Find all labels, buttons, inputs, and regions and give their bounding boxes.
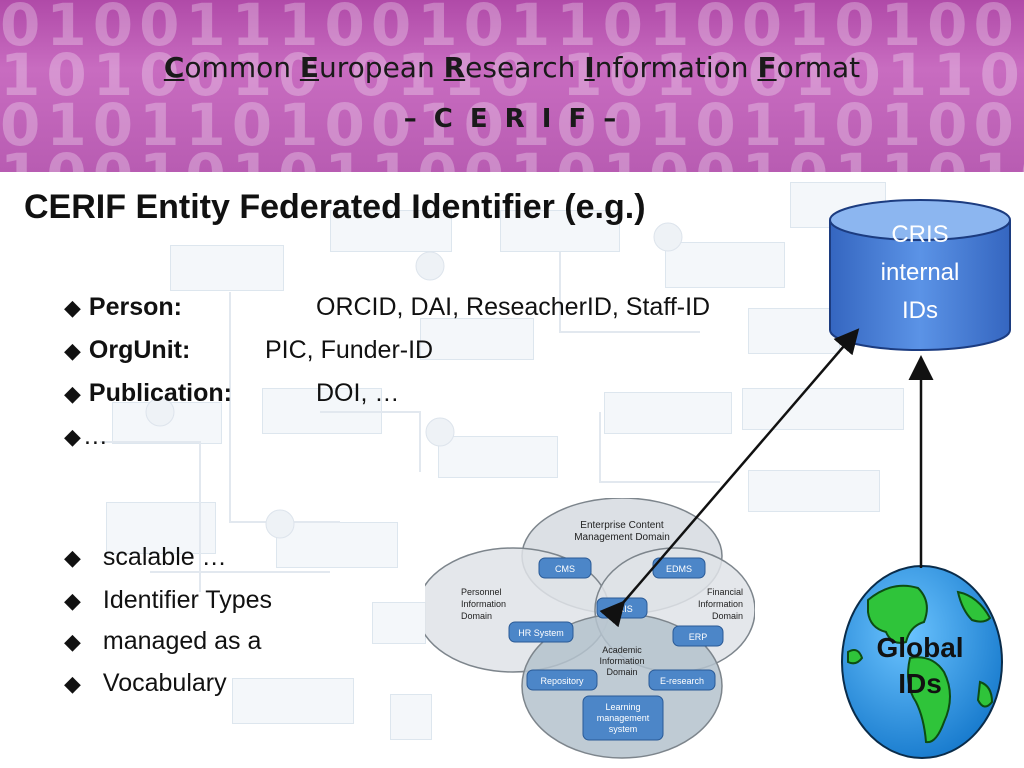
header-banner: 010011100101101001010011101 1010010 0110… [0,0,1024,172]
diamond-bullet-icon: ◆ [64,588,81,613]
bullet-label: Publication: [88,379,232,407]
diamond-bullet-icon: ◆ [64,295,81,320]
learning-label: management [597,713,650,723]
diamond-bullet-icon: ◆ [64,545,81,570]
bullet-value: PIC, Funder-ID [265,336,434,364]
binary-background: 010011100101101001010011101 1010010 0110… [0,0,1024,172]
repository-box [526,669,598,691]
bullet-label: Person: [88,293,183,321]
repository-label: Repository [540,676,584,686]
personnel-domain-label: Domain [461,611,492,621]
note-item: ◆ managed as a [64,627,261,656]
title-word: nformation [594,51,758,84]
bullet-value: ORCID, DAI, ReseacherID, Staff-ID [316,293,711,321]
diamond-bullet-icon: ◆ [64,671,81,696]
cris-label: CRIS [611,604,633,614]
note-text: scalable … [102,543,227,571]
financial-domain-label: Information [698,599,743,609]
slide-subtitle: – C E R I F – [403,104,621,134]
note-text: Vocabulary [102,669,227,697]
bullet-orgunit: ◆ OrgUnit: [64,336,190,365]
title-initial: R [443,51,466,84]
hr-system-label: HR System [518,628,564,638]
learning-label: system [609,724,638,734]
diamond-bullet-icon: ◆ [64,424,81,449]
global-line: IDs [898,668,942,699]
title-word: ommon [184,51,300,84]
title-word: ormat [776,51,861,84]
academic-domain-label: Academic [602,645,642,655]
global-line: Global [876,632,964,663]
learning-management-box [582,695,664,741]
academic-domain-label: Information [599,656,644,666]
title-initial: C [163,51,185,84]
slide-title: Common European Research Information For… [0,50,1024,86]
title-initial: F [757,51,777,84]
binary-row: 0101101001010010110100101001 [0,91,1024,159]
academic-domain-label: Domain [606,667,637,677]
personnel-domain-label: Personnel [461,587,502,597]
note-text: Identifier Types [102,586,273,614]
database-cylinder-icon [829,199,1011,351]
bullet-value: DOI, … [316,379,400,407]
erp-label: ERP [689,632,708,642]
title-initial: E [299,51,320,84]
binary-row: 1001010110010100101101001010 [0,146,1024,172]
bullet-ellipsis: ◆… [64,422,108,451]
cris-line: internal [880,259,960,286]
section-heading: CERIF Entity Federated Identifier (e.g.) [24,188,646,226]
personnel-domain-label: Information [461,599,506,609]
edms-label: EDMS [666,564,692,574]
binary-row: 1010010 0110 101001011010 0101 [0,41,1024,109]
bullet-publication: ◆ Publication: [64,379,232,408]
note-item: ◆ Identifier Types [64,586,272,615]
bullet-person: ◆ Person: [64,293,182,322]
diamond-bullet-icon: ◆ [64,629,81,654]
bullet-label: OrgUnit: [88,336,191,364]
title-word: uropean [319,51,444,84]
globe-icon [841,565,1003,759]
diamond-bullet-icon: ◆ [64,381,81,406]
diamond-bullet-icon: ◆ [64,338,81,363]
cms-box [538,557,592,579]
binary-row: 010011100101101001010011101 [0,0,1024,59]
information-domains-diagram: Enterprise Content Management Domain Per… [425,498,755,759]
enterprise-domain-label: Enterprise Content [580,520,664,531]
global-ids-label: Global IDs [840,630,1000,702]
hr-system-box [508,621,574,643]
e-research-box [648,669,716,691]
title-word: esearch [465,51,585,84]
financial-domain-label: Domain [712,611,743,621]
note-item: ◆ scalable … [64,543,227,572]
cris-line: CRIS [891,221,949,248]
e-research-label: E-research [660,676,704,686]
enterprise-domain-label: Management Domain [574,532,670,543]
cris-internal-ids-label: CRIS internal IDs [830,216,1010,330]
title-initial: I [584,51,595,84]
note-item: ◆ Vocabulary [64,669,227,698]
bullet-value: … [82,422,108,450]
learning-label: Learning [605,702,640,712]
financial-domain-label: Financial [707,587,743,597]
cms-label: CMS [555,564,575,574]
note-text: managed as a [102,627,262,655]
cris-line: IDs [902,297,938,324]
